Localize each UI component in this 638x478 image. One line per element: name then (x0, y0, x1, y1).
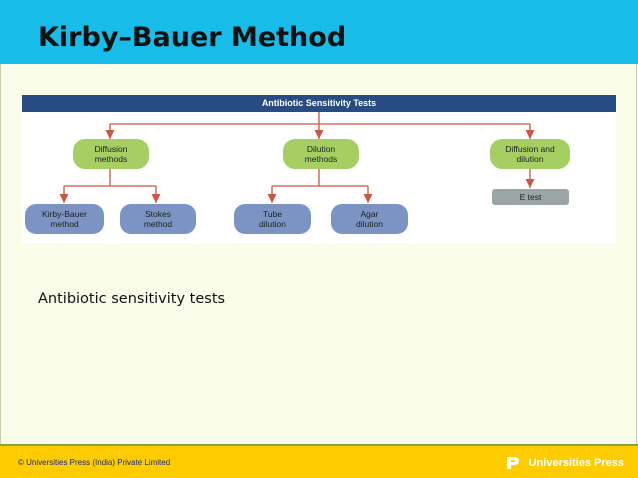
diagram-figure: Antibiotic Sensitivity Tests Diffusion m… (22, 95, 616, 243)
brand: Universities Press (505, 455, 624, 471)
node-tube-dilution: Tube dilution (234, 204, 311, 234)
node-dilution-methods: Dilution methods (283, 139, 359, 169)
universities-press-logo-icon (506, 457, 519, 469)
slide-caption: Antibiotic sensitivity tests (38, 291, 226, 307)
footer-bar: © Universities Press (India) Private Lim… (0, 446, 638, 478)
footer-divider (0, 444, 638, 446)
node-stokes-method: Stokes method (120, 204, 196, 234)
brand-name: Universities Press (528, 457, 624, 469)
node-diffusion-and-dilution: Diffusion and dilution (490, 139, 570, 169)
node-diffusion-methods: Diffusion methods (73, 139, 149, 169)
diagram-connectors (22, 95, 616, 203)
title-bar: Kirby–Bauer Method (0, 0, 638, 64)
node-kirby-bauer-method: Kirby-Bauer method (25, 204, 104, 234)
copyright-text: © Universities Press (India) Private Lim… (18, 458, 171, 467)
connector-lines (59, 112, 535, 203)
diagram-header: Antibiotic Sensitivity Tests (261, 98, 377, 108)
diagram-header-bar (22, 95, 616, 112)
slide-title: Kirby–Bauer Method (38, 22, 347, 53)
node-agar-dilution: Agar dilution (331, 204, 408, 234)
node-e-test: E test (492, 189, 569, 205)
